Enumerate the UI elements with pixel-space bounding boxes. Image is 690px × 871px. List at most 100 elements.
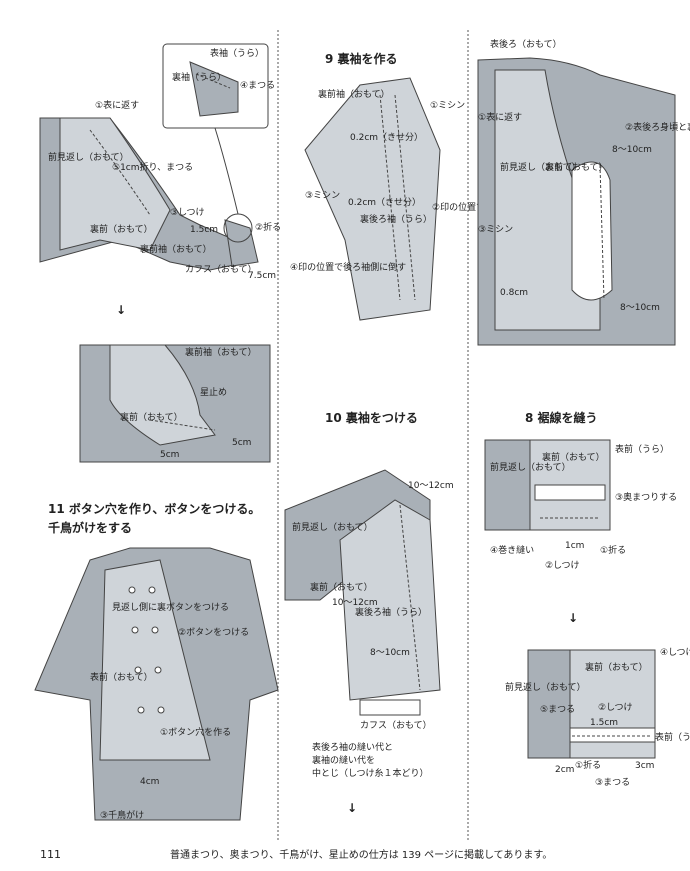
step-back-illustration: 表後ろ（おもて） ①表に返す 前見返し（おもて） 裏前（おもて） ③ミシン ②表… [477, 38, 690, 346]
step10-dim-b: 10〜12cm [332, 598, 378, 608]
step8b-label-fold: ①折る [575, 759, 601, 771]
inset-sleeve [189, 61, 239, 117]
step2-dim-b: 5cm [232, 438, 251, 448]
button-3 [131, 626, 139, 634]
step11-title-2: 千鳥がけをする [48, 520, 132, 535]
step8b-hem [569, 727, 656, 743]
step11-label-hole: ①ボタン穴を作る [160, 726, 231, 738]
step8-facing [484, 439, 531, 531]
label-lining-sleeve: 裏前袖（おもて） [140, 243, 212, 255]
step8b-facing [527, 649, 571, 759]
inset-stitch [195, 73, 231, 89]
back-label-sew: ③ミシン [478, 225, 513, 235]
step10-title: 10 裏袖をつける [325, 410, 418, 425]
step11-label-chidori: ③千鳥がけ [100, 809, 144, 821]
step2-label-sleeve: 裏前袖（おもて） [185, 346, 257, 358]
back-label-front: 裏前（おもて） [545, 161, 608, 173]
step9-label-front-sleeve: 裏前袖（おもて） [318, 88, 390, 100]
back-label-turn: ①表に返す [478, 111, 522, 123]
step10-stitch [399, 504, 421, 691]
label-cuff: カフス（おもて） [185, 264, 257, 275]
step11-front-panel [99, 559, 211, 761]
button-2 [148, 586, 156, 594]
step2-dim-a: 5cm [160, 450, 179, 460]
dim-7-5: 7.5cm [248, 271, 276, 281]
step10-cuff [359, 699, 421, 716]
back-label-back: 表後ろ（おもて） [490, 38, 562, 50]
step8b-label-remove: ④しつけをとる [660, 647, 690, 658]
back-lining-shape [571, 161, 613, 301]
button-6 [154, 666, 162, 674]
step11-title-1: 11 ボタン穴を作り、ボタンをつける。 [48, 501, 260, 516]
step9-dim-b: 0.2cm（きせ分） [348, 197, 421, 208]
back-stitch [599, 164, 605, 301]
step10-label-cuff: カフス（おもて） [360, 720, 432, 731]
step10-label-facing: 前見返し（おもて） [292, 521, 373, 533]
magnify-leader [214, 127, 239, 215]
step9-label-fold-mark4: ④印の位置で後ろ袖側に倒す [290, 261, 406, 273]
button-7 [137, 706, 145, 714]
step8b-label-outer: 表前（うら） [655, 731, 690, 743]
step9-sleeve [304, 77, 441, 321]
label-front-facing: 前見返し（おもて） [48, 151, 129, 163]
button-4 [151, 626, 159, 634]
step10-note-3: 中とじ（しつけ糸１本どり） [312, 767, 428, 779]
button-5 [134, 666, 142, 674]
step2-label-hoshi: 星止め [200, 386, 227, 398]
step8b-label-sew: ⑤まつる [540, 704, 575, 715]
label-fold2: ②折る [255, 221, 281, 233]
step9-stitch-2 [394, 94, 416, 301]
step9-dim-a: 0.2cm（きせ分） [350, 132, 423, 143]
label-turn: ①表に返す [95, 99, 139, 111]
step9-label-sew1: ①ミシン [430, 101, 465, 111]
label-fold: ⑤1cm折り、まつる [112, 161, 193, 173]
inset-label-blind: ④まつる [240, 80, 275, 91]
step8b-label-tack: ②しつけ [598, 702, 633, 713]
inset-label-outer-sleeve: 表袖（うら） [210, 47, 264, 59]
step10-note-2: 裏袖の縫い代を [312, 754, 375, 766]
step9-label-sew3: ③ミシン [305, 191, 340, 201]
step-9-illustration: 9 裏袖を作る 裏前袖（おもて） 裏後ろ袖（うら） ①ミシン ③ミシン ②印の位… [290, 51, 548, 321]
step2-sleeve [109, 344, 216, 446]
cuff [224, 219, 259, 267]
lining-front [59, 117, 171, 251]
step8-label-roll: ④巻き縫い [490, 544, 534, 556]
step-8-illustration: 8 裾線を縫う 裏前（おもて） 表前（うら） 前見返し（おもて） ③奥まつりする… [484, 410, 677, 571]
step8-label-facing: 前見返し（おもて） [490, 461, 571, 473]
step8-label-front: 裏前（おもて） [542, 451, 605, 463]
button-8 [157, 706, 165, 714]
step8b-label-blind: ③まつる [595, 777, 630, 788]
arrow-down-1: ↓ [116, 303, 126, 317]
step-10-illustration: 10 裏袖をつける 前見返し（おもて） 裏前（おもて） 裏後ろ袖（うら） カフス… [284, 410, 454, 779]
step8b-label-front: 裏前（おもて） [585, 661, 648, 673]
step8b-label-facing: 前見返し（おもて） [505, 681, 586, 693]
step10-label-back-sleeve: 裏後ろ袖（うら） [355, 606, 427, 618]
step8-dim-a: 1cm [565, 541, 584, 551]
step9-stitch-1 [379, 94, 401, 301]
step8-title: 8 裾線を縫う [525, 410, 598, 425]
step10-note-1: 表後ろ袖の縫い代と [312, 741, 393, 753]
stitch-line [89, 129, 151, 216]
step8-hem-fold [534, 484, 606, 501]
step2-stitch [149, 419, 216, 431]
step10-label-front: 裏前（おもて） [310, 581, 373, 593]
step-2-illustration: 裏前袖（おもて） 星止め 裏前（おもて） 5cm 5cm [79, 344, 271, 463]
step11-label-facing-btn: 見返し側に裏ボタンをつける [112, 601, 229, 613]
step-1-illustration: 表袖（うら） 裏袖（うら） ④まつる ①表に返す ⑤1cm折り、まつる ③しつけ… [39, 43, 281, 281]
back-dim-a: 8〜10cm [612, 145, 652, 155]
step11-label-button: ②ボタンをつける [178, 627, 249, 638]
step8b-dim-b: 2cm [555, 765, 574, 775]
step10-sleeve [339, 499, 441, 701]
step10-dim-c: 8〜10cm [370, 648, 410, 658]
back-label-facing: 前見返し（おもて） [500, 161, 581, 173]
step8b-dim-a: 1.5cm [590, 718, 618, 728]
step8b-dim-c: 3cm [635, 761, 654, 771]
step-8b-illustration: 裏前（おもて） 前見返し（おもて） ②しつけ ④しつけをとる ⑤まつる ①折る … [505, 647, 690, 788]
inset-label-lining-sleeve: 裏袖（うら） [172, 71, 226, 83]
back-dim-b: 0.8cm [500, 288, 528, 298]
step9-label-back-sleeve: 裏後ろ袖（うら） [360, 213, 432, 225]
arrow-down-2: ↓ [347, 801, 357, 815]
step8-label-outer: 表前（うら） [615, 443, 669, 455]
step11-dim-4cm: 4cm [140, 777, 159, 787]
